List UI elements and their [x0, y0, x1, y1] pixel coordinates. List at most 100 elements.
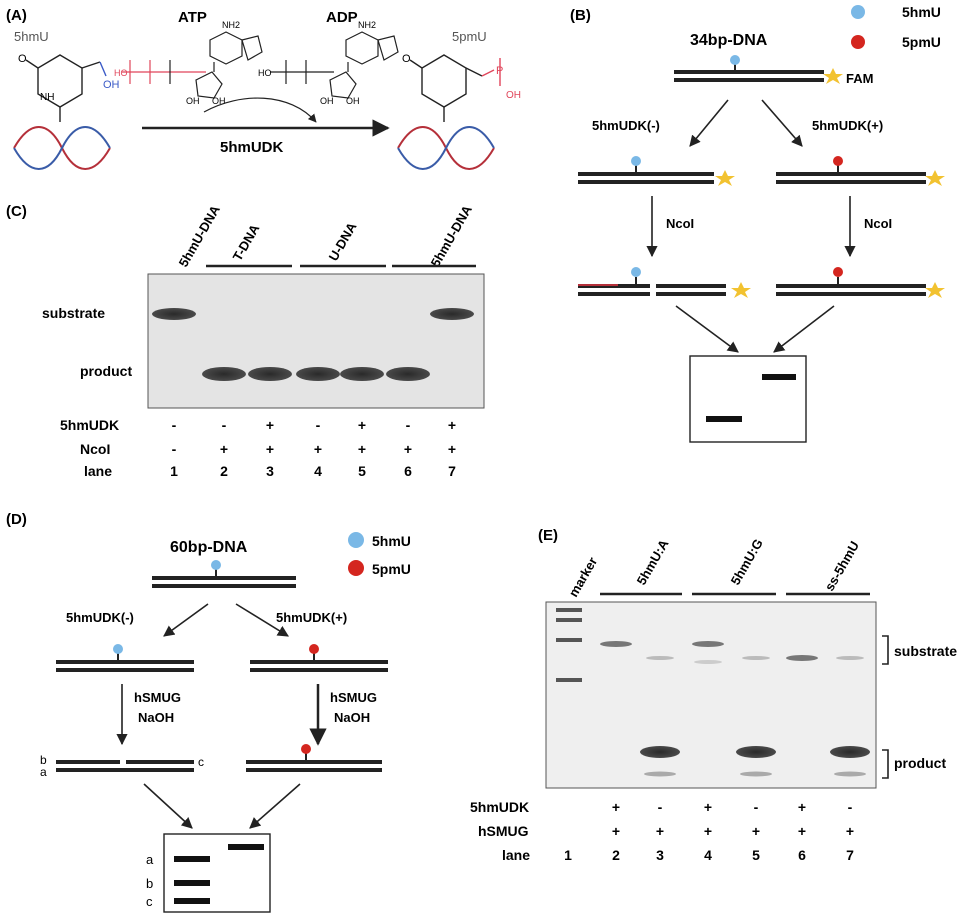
gel-c-row1-cell: +	[266, 417, 274, 433]
panel-d: (D) 60bp-DNA 5hmU 5pmU 5hmUDK(-) 5hmUDK(…	[6, 511, 411, 913]
gel-c-row2-cell: +	[358, 441, 366, 457]
label-5pmu: 5pmU	[452, 29, 487, 44]
label-atp: ATP	[178, 9, 207, 26]
arrow-b-to-gel-left	[675, 305, 739, 353]
gel-e-row3-cell: 4	[704, 847, 712, 863]
arrow-b-right	[761, 99, 803, 147]
gel-c-band-product	[248, 367, 292, 381]
gel-c-row2-cell: -	[172, 441, 177, 457]
arrow-b-left	[689, 99, 729, 147]
label-d-hsmug-left: hSMUG	[134, 690, 181, 705]
gel-c-row2-cell: +	[448, 441, 456, 457]
adp-oh-bottom-right: OH	[346, 96, 360, 106]
label-b-minus: 5hmUDK(-)	[592, 118, 660, 133]
label-d-hsmug-right: hSMUG	[330, 690, 377, 705]
atom-oh-phosphate: OH	[506, 90, 521, 101]
col-header-c-4: 5hmU-DNA	[428, 202, 476, 269]
gel-c-row3-cell: 2	[220, 463, 228, 479]
dna-helix-right	[397, 126, 495, 170]
label-5hmu: 5hmU	[14, 29, 49, 44]
col-header-e-marker: marker	[566, 554, 601, 599]
label-substrate-c: substrate	[42, 305, 105, 321]
fam-star-top	[823, 68, 843, 84]
gel-e	[545, 601, 877, 789]
atom-nh-left: NH	[40, 92, 54, 103]
structure-5hmu	[25, 54, 107, 122]
arrow-d-right	[235, 603, 289, 637]
adp-oh-bottom-left: OH	[320, 96, 334, 106]
arrow-d-left	[163, 603, 209, 637]
atp-nh2: NH2	[222, 20, 240, 30]
gel-e-band-product	[640, 746, 680, 758]
gel-c-row2-cell: +	[314, 441, 322, 457]
legend-5pmu-dot	[851, 35, 865, 49]
col-header-e-1: 5hmU:A	[634, 536, 672, 587]
atom-oh-hydroxyl: OH	[103, 79, 120, 91]
gel-e-band-marker	[556, 678, 582, 682]
gel-e-bands	[556, 608, 870, 777]
dsdna-d-cleaved-left	[56, 760, 194, 772]
gel-e-row2-cell: +	[704, 823, 712, 839]
arrow-d-to-gel-right	[249, 783, 301, 829]
label-d-minus: 5hmUDK(-)	[66, 610, 134, 625]
dsdna-cut-left	[578, 267, 751, 298]
panel-a-label: (A)	[6, 7, 27, 24]
panel-a: (A) 5hmU ATP ADP 5pmU O NH OH	[6, 7, 521, 170]
panel-e-label: (E)	[538, 527, 558, 544]
gel-e-row3-cell: 6	[798, 847, 806, 863]
gel-e-row2-cell: +	[798, 823, 806, 839]
dsdna-mid-left	[578, 156, 735, 186]
dsdna-d-top	[152, 560, 296, 588]
gel-c-row1-cell: +	[448, 417, 456, 433]
col-header-e-3: ss-5hmU	[822, 538, 862, 593]
atp-ho-left: HO	[114, 68, 128, 78]
dna-34bp-title: 34bp-DNA	[690, 32, 768, 49]
gel-c-row3-cell: 3	[266, 463, 274, 479]
row-label-e-lane: lane	[502, 847, 530, 863]
bracket-product	[882, 749, 889, 779]
dna-helix-left	[13, 126, 111, 170]
label-d-naoh-left: NaOH	[138, 710, 174, 725]
gel-e-row2-cell: +	[846, 823, 854, 839]
gel-c-band-product	[386, 367, 430, 381]
gel-e-band-product	[830, 746, 870, 758]
gel-e-band-substrate	[786, 655, 818, 661]
col-header-e-2: 5hmU:G	[728, 536, 766, 587]
gel-e-band-substrate	[692, 641, 724, 647]
arrow-d-to-gel-left	[143, 783, 193, 829]
dna-60bp-title: 60bp-DNA	[170, 539, 248, 556]
gel-c-row1-cell: -	[406, 417, 411, 433]
legend-d-5hmu-dot	[348, 532, 364, 548]
legend-d-5hmu-label: 5hmU	[372, 533, 411, 549]
row-label-c-ncoi: NcoI	[80, 441, 110, 457]
gel-c-row3-cell: 1	[170, 463, 178, 479]
gel-e-band-marker	[556, 618, 582, 622]
gel-d-label-a: a	[146, 852, 154, 867]
legend-5pmu-label: 5pmU	[902, 34, 941, 50]
dsdna-d-mid-right	[250, 644, 388, 672]
label-5hmudk-enzyme: 5hmUDK	[220, 139, 284, 156]
gel-c-row3-cell: 5	[358, 463, 366, 479]
gel-e-band-faint	[694, 660, 722, 664]
gel-e-row1-cell: -	[658, 799, 663, 815]
atom-o-top-right: O	[402, 53, 411, 65]
row-label-c-5hmudk: 5hmUDK	[60, 417, 119, 433]
row-label-c-lane: lane	[84, 463, 112, 479]
structure-5pmu	[409, 54, 501, 122]
atom-p-phosphate: P	[496, 65, 503, 77]
gel-e-band-faint	[646, 656, 674, 660]
legend-5hmu-dot	[851, 5, 865, 19]
panel-b-label: (B)	[570, 7, 591, 24]
label-ncoi-right: NcoI	[864, 216, 892, 231]
gel-e-row1-cell: -	[754, 799, 759, 815]
gel-e-band-marker	[556, 608, 582, 612]
gel-c-band-substrate	[430, 308, 474, 320]
gel-c-row3-cell: 4	[314, 463, 322, 479]
gel-e-row3-cell: 7	[846, 847, 854, 863]
gel-e-row3-cell: 1	[564, 847, 572, 863]
gel-e-band-product	[736, 746, 776, 758]
schematic-band-b-lower	[706, 416, 742, 422]
gel-e-row3-cell: 3	[656, 847, 664, 863]
